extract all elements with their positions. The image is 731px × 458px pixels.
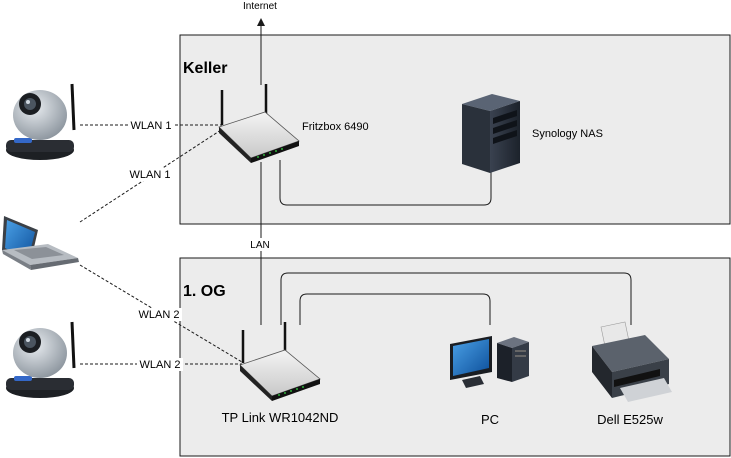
zone-basement-title: Keller <box>183 60 227 77</box>
zone-upper-floor-title: 1. OG <box>183 283 226 300</box>
link-wlan2-laptop <box>79 264 243 363</box>
link-router-nas <box>279 160 492 206</box>
lan-label: LAN <box>250 240 269 251</box>
server-tower-icon <box>462 94 520 173</box>
printer-label: Dell E525w <box>597 412 663 427</box>
router-main-label: Fritzbox 6490 <box>302 121 369 133</box>
internet-label: Internet <box>243 1 277 12</box>
link-router-printer <box>280 272 632 325</box>
printer-icon <box>592 321 672 402</box>
wlan2-laptop-label: WLAN 2 <box>139 309 180 321</box>
ip-camera-icon <box>6 83 76 160</box>
wlan2-camera-label: WLAN 2 <box>140 359 181 371</box>
wlan2-laptop-label-bg <box>136 308 182 321</box>
wifi-router-icon <box>218 84 300 163</box>
wlan2-camera-label-bg <box>137 358 183 371</box>
wlan1-laptop-label-bg <box>127 168 173 181</box>
wlan1-camera-label: WLAN 1 <box>131 120 172 132</box>
laptop-icon <box>2 216 79 270</box>
link-router-pc <box>299 293 491 325</box>
ip-camera-icon <box>6 321 76 398</box>
lan-label-bg <box>246 238 274 251</box>
wlan1-camera-label-bg <box>128 118 174 131</box>
nas-label: Synology NAS <box>532 128 603 140</box>
desktop-pc-icon <box>450 336 529 388</box>
wlan1-laptop-label: WLAN 1 <box>130 169 171 181</box>
pc-label: PC <box>481 412 499 427</box>
router-secondary-label: TP Link WR1042ND <box>222 410 339 425</box>
wifi-router-icon <box>239 322 321 401</box>
